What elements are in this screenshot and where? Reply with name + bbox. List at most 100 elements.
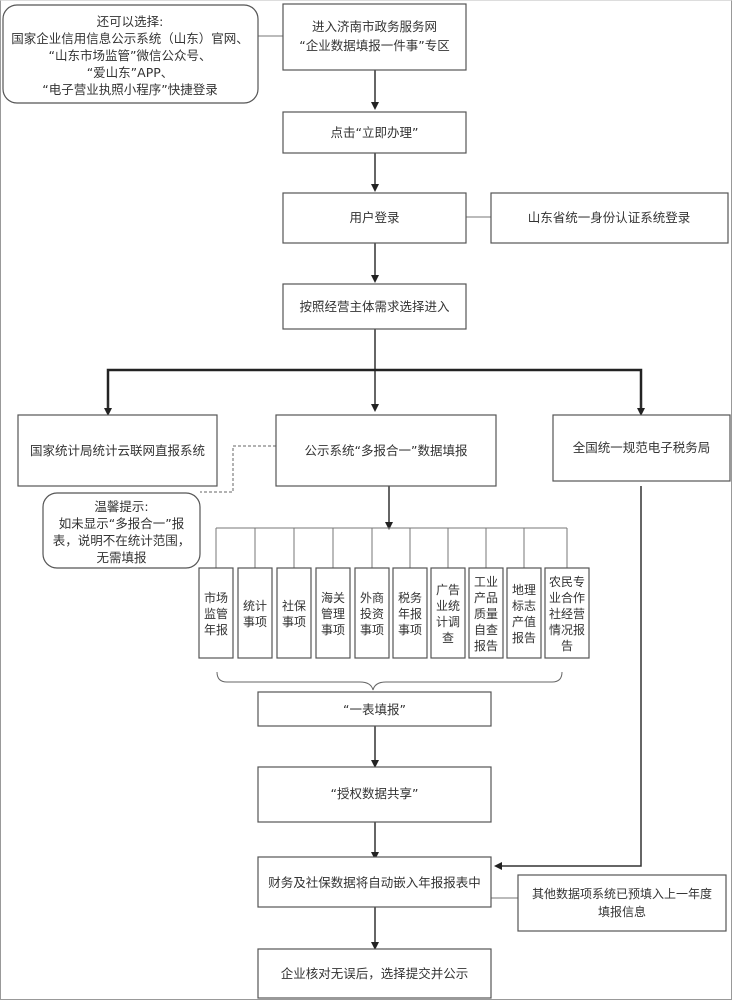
report-item-label: 社经营: [549, 606, 585, 621]
dashed-tip-connector: [200, 445, 276, 493]
report-item-box: [198, 567, 234, 659]
report-item-label: 地理: [512, 583, 536, 597]
report-item-label: 事项: [398, 623, 422, 637]
items-tree-lines: [215, 527, 568, 568]
step-text: 其他数据项系统已预填入上一年度: [532, 886, 712, 901]
step-submit: 企业核对无误后，选择提交并公示: [257, 948, 492, 999]
report-item-label: 年报: [398, 606, 422, 621]
report-item-label: 情况报: [549, 622, 585, 637]
report-item-label: 产值: [512, 614, 536, 629]
report-item-box: [506, 567, 542, 659]
report-item-box: [544, 567, 590, 659]
report-item-label: 事项: [321, 623, 345, 637]
step-one-form: “一表填报”: [257, 691, 492, 727]
report-item-label: 产品: [474, 591, 498, 605]
step-text: “授权数据共享”: [331, 786, 419, 801]
report-item-label: 外商: [360, 590, 384, 605]
report-item-box: [430, 567, 466, 659]
report-item-label: 业统: [436, 599, 460, 613]
report-item-label: 农民专: [549, 574, 585, 589]
connectors: [104, 35, 645, 950]
alt-login-line: 还可以选择:: [97, 14, 164, 29]
step-auto-embed: 财务及社保数据将自动嵌入年报报表中: [257, 856, 492, 908]
report-item-label: 监管: [204, 606, 228, 621]
step-text: 用户登录: [349, 210, 399, 225]
report-item-box: [354, 567, 390, 659]
items-brace: [216, 671, 563, 691]
report-item-label: 管理: [321, 606, 345, 621]
step-text: 财务及社保数据将自动嵌入年报报表中: [268, 875, 481, 890]
branch-center-box: 公示系统“多报合一”数据填报: [275, 414, 497, 487]
report-item-label: 自查: [474, 623, 498, 637]
report-item-label: 事项: [243, 615, 267, 629]
report-item-label: 告: [561, 639, 573, 653]
step-text: 按照经营主体需求选择进入: [299, 299, 450, 314]
report-item-box: [237, 567, 273, 659]
report-item-label: 报告: [512, 630, 536, 645]
report-item-label: 标志: [512, 599, 536, 613]
report-item-label: 市场: [204, 590, 228, 605]
step-text: 点击“立即办理”: [331, 125, 419, 140]
report-item-box: [468, 567, 504, 659]
report-item-label: 质量: [474, 607, 498, 621]
report-item-label: 海关: [321, 590, 345, 605]
report-item-label: 事项: [282, 615, 306, 629]
step-text: 国家统计局统计云联网直报系统: [30, 443, 205, 458]
report-item-label: 税务: [398, 590, 422, 605]
step-text: “一表填报”: [343, 702, 406, 717]
tip-line: 温馨提示:: [94, 499, 148, 514]
report-item-label: 查: [442, 631, 454, 645]
login-method-box: 山东省统一身份认证系统登录: [490, 192, 729, 244]
alt-login-line: “爱山东”APP、: [87, 65, 174, 80]
alt-login-line: “山东市场监管”微信公众号、: [49, 48, 212, 63]
step-text: 山东省统一身份认证系统登录: [528, 210, 691, 225]
step-text: 全国统一规范电子税务局: [573, 440, 711, 455]
report-item-label: 社保: [282, 598, 306, 613]
tip-line: 表，说明不在统计范围，: [53, 533, 191, 548]
step-text: “企业数据填报一件事”专区: [299, 38, 449, 53]
alt-login-line: “电子营业执照小程序”快捷登录: [42, 82, 217, 97]
report-item-box: [315, 567, 351, 659]
step-text: 进入济南市政务服务网: [312, 19, 437, 34]
tip-note: 温馨提示: 如未显示“多报合一”报 表，说明不在统计范围， 无需填报: [42, 492, 201, 569]
report-item-label: 业合作: [549, 590, 585, 605]
report-items: 市场监管年报统计事项社保事项海关管理事项外商投资事项税务年报事项广告业统计调查工…: [198, 567, 590, 659]
prefill-note-box: 其他数据项系统已预填入上一年度 填报信息: [517, 874, 727, 932]
report-item-label: 计调: [436, 615, 460, 629]
report-item-box: [276, 567, 312, 659]
tip-line: 如未显示“多报合一”报: [59, 516, 185, 531]
step-text: 企业核对无误后，选择提交并公示: [281, 966, 469, 981]
step-authorize-share: “授权数据共享”: [257, 766, 492, 823]
arrow-tax-to-embed: [494, 486, 642, 870]
step-text: 公示系统“多报合一”数据填报: [305, 443, 468, 458]
alt-login-line: 国家企业信用信息公示系统（山东）官网、: [11, 31, 249, 46]
report-item-label: 报告: [474, 638, 498, 653]
step-user-login: 用户登录: [282, 192, 467, 244]
report-item-label: 年报: [204, 622, 228, 637]
step-select-entry: 按照经营主体需求选择进入: [282, 283, 467, 330]
report-item-box: [392, 567, 428, 659]
branch-right-box: 全国统一规范电子税务局: [552, 414, 731, 482]
report-item-label: 统计: [243, 599, 267, 613]
alt-login-note: 还可以选择: 国家企业信用信息公示系统（山东）官网、 “山东市场监管”微信公众号…: [2, 4, 259, 104]
report-item-label: 工业: [474, 575, 498, 589]
step-click-handle: 点击“立即办理”: [282, 111, 467, 154]
branch-left-box: 国家统计局统计云联网直报系统: [17, 414, 218, 487]
report-item-label: 投资: [360, 606, 384, 621]
step-text: 填报信息: [598, 904, 646, 919]
branch-bar: [106, 368, 643, 409]
tip-line: 无需填报: [96, 550, 147, 565]
step-enter-portal: 进入济南市政务服务网 “企业数据填报一件事”专区: [282, 3, 467, 71]
report-item-label: 广告: [436, 583, 460, 597]
